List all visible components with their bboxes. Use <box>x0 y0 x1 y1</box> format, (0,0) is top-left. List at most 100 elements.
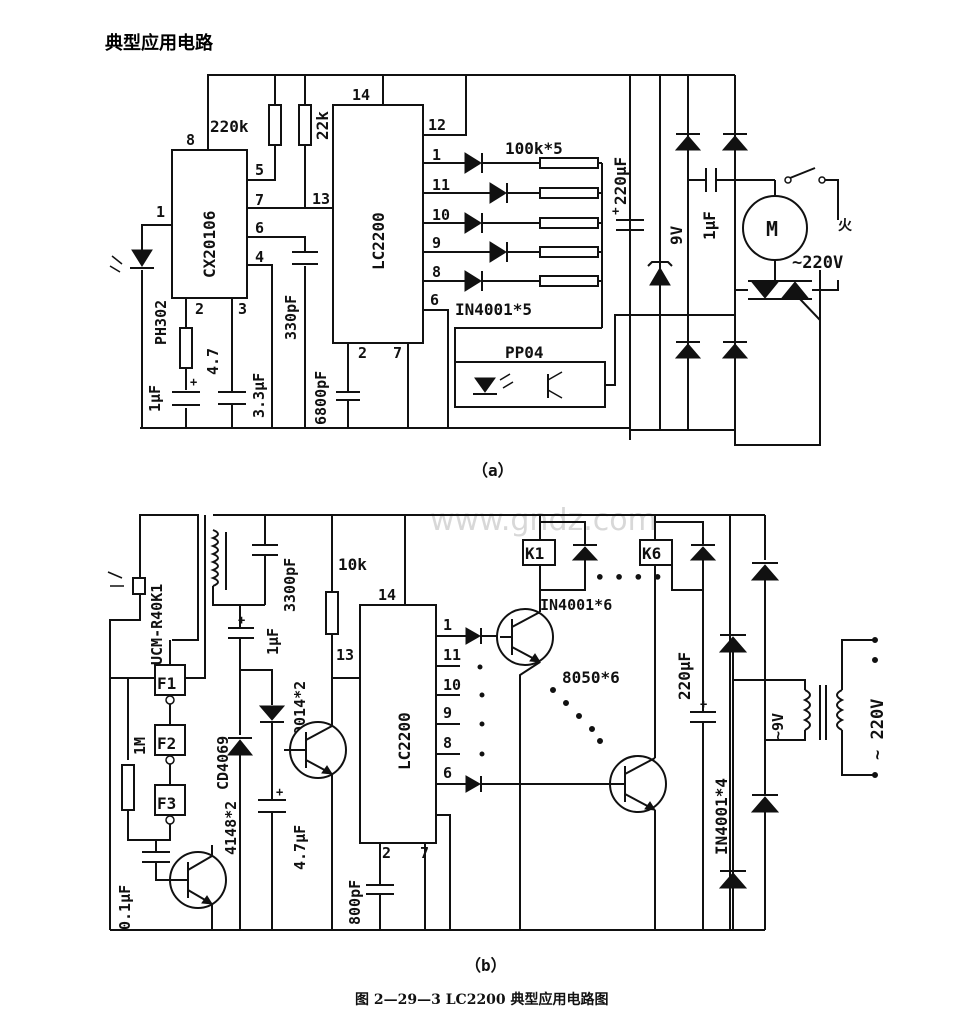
capacitor-label: 220μF <box>675 652 694 700</box>
gate-f2 <box>154 724 186 756</box>
pin-label: 14 <box>352 86 370 104</box>
capacitor-label: 1μF <box>146 385 164 412</box>
ac-label: ~ 220V <box>868 699 888 760</box>
capacitor-label: 1μF <box>700 211 719 240</box>
resistor-100k <box>539 217 599 229</box>
voltage-label: ~9V <box>769 713 787 740</box>
relay-label: K6 <box>642 544 661 563</box>
pin-label: 14 <box>378 586 396 604</box>
ellipsis: • • • • <box>595 568 662 587</box>
bridge-diode-icon <box>750 564 780 581</box>
receiver-label: PH302 <box>152 300 170 345</box>
capacitor-label: 0.1μF <box>116 885 134 930</box>
bridge-diode-icon <box>674 135 702 151</box>
gate-label: F3 <box>157 794 176 813</box>
chip-cx20106 <box>171 149 248 299</box>
light-arrows-icon <box>499 373 514 389</box>
diode-icon <box>489 182 507 204</box>
pin-label: 6 <box>255 219 264 237</box>
pin-label: 3 <box>238 300 247 318</box>
diode-label: IN4001*4 <box>712 778 731 855</box>
pin-label: 13 <box>312 190 330 208</box>
resistor-22k <box>298 104 312 146</box>
led-icon <box>465 775 482 793</box>
inductor-icon <box>210 529 219 587</box>
diode-label: 4148*2 <box>222 801 240 855</box>
zener-label: 9V <box>667 225 686 245</box>
bridge-diode-icon <box>721 135 749 151</box>
plus-sign: + <box>276 785 283 799</box>
diode-label: IN4001*6 <box>540 596 612 614</box>
pin-label: 8 <box>432 263 441 281</box>
pin-label: 10 <box>443 676 461 694</box>
led-icon <box>465 627 482 645</box>
optocoupler-label: PP04 <box>505 343 544 362</box>
bridge-diode-icon <box>718 872 748 889</box>
capacitor-label: 4.7μF <box>291 825 309 870</box>
diode-4148-icon <box>258 705 286 721</box>
resistor-100k <box>539 246 599 258</box>
bridge-diode-icon <box>718 636 748 653</box>
panel-b: （b） UCM-R40K1 F1 F2 F3 1M CD4069 <box>107 514 888 975</box>
plus-sign: + <box>238 613 245 627</box>
pin-label: 2 <box>382 844 391 862</box>
resistor-100k <box>539 275 599 287</box>
sound-wave-icon <box>107 571 124 587</box>
pin-label: 4 <box>255 248 264 266</box>
page-title: 典型应用电路 <box>105 32 214 54</box>
chip-cx20106-label: CX20106 <box>200 211 219 278</box>
panel-a: （a） CX20106 8 1 5 7 6 4 2 3 <box>109 74 853 480</box>
motor-label: M <box>766 217 778 241</box>
resistor-label: 10k <box>338 555 367 574</box>
panel-a-label: （a） <box>472 461 514 480</box>
pin-label: 11 <box>432 176 450 194</box>
bridge-diode-icon <box>674 343 702 359</box>
diode-icon <box>489 241 507 263</box>
receiver-diode-icon <box>131 249 153 267</box>
transformer-icon <box>802 689 811 731</box>
relay-label: K1 <box>525 544 544 563</box>
output-row-10: 10 <box>423 206 602 234</box>
triac-icon <box>750 281 780 299</box>
pin-label: 8 <box>443 734 452 752</box>
pin-label: 7 <box>255 191 264 209</box>
diode-label: IN4001*5 <box>455 300 532 319</box>
ac-label: ~220V <box>792 253 843 273</box>
led-icon <box>474 377 496 393</box>
output-row-11: 11 <box>423 176 602 204</box>
optocoupler-pp04 <box>454 361 606 408</box>
gate-f1 <box>154 664 186 696</box>
pin-label: 13 <box>336 646 354 664</box>
diode-icon <box>464 212 482 234</box>
output-row-1: 1 <box>423 146 602 174</box>
resistor-220k <box>268 104 282 146</box>
resistor-label: 22k <box>313 111 332 140</box>
pin-label: 2 <box>195 300 204 318</box>
light-arrows-icon <box>109 255 123 273</box>
zener-diode-icon <box>649 267 671 286</box>
pin-label: 9 <box>432 234 441 252</box>
plus-sign: + <box>700 697 707 711</box>
pin-label: 7 <box>393 344 402 362</box>
capacitor-label: 3300pF <box>281 558 299 612</box>
bridge-diode-icon <box>750 796 780 813</box>
output-row-9: 9 <box>423 234 602 263</box>
capacitor-label: 1μF <box>264 628 282 655</box>
panel-b-label: （b） <box>465 956 507 975</box>
chip-lc2200-b-label: LC2200 <box>395 712 414 770</box>
gate-label: F1 <box>157 674 176 693</box>
mic-icon <box>132 577 146 595</box>
pin-label: 5 <box>255 161 264 179</box>
capacitor-label: 3.3μF <box>250 373 268 418</box>
pin-label: 1 <box>432 146 441 164</box>
chip-lc2200-a <box>332 104 424 344</box>
mic-label: UCM-R40K1 <box>148 584 166 665</box>
watermark: www.gndz.com <box>430 503 657 538</box>
figure-caption: 图 2—29—3 LC2200 典型应用电路图 <box>355 991 609 1008</box>
plus-sign: + <box>190 375 197 389</box>
pin-label: 1 <box>443 616 452 634</box>
capacitor-label: 220μF <box>611 157 630 205</box>
fire-label: 火 <box>838 218 853 234</box>
resistor-label: 220k <box>210 117 249 136</box>
